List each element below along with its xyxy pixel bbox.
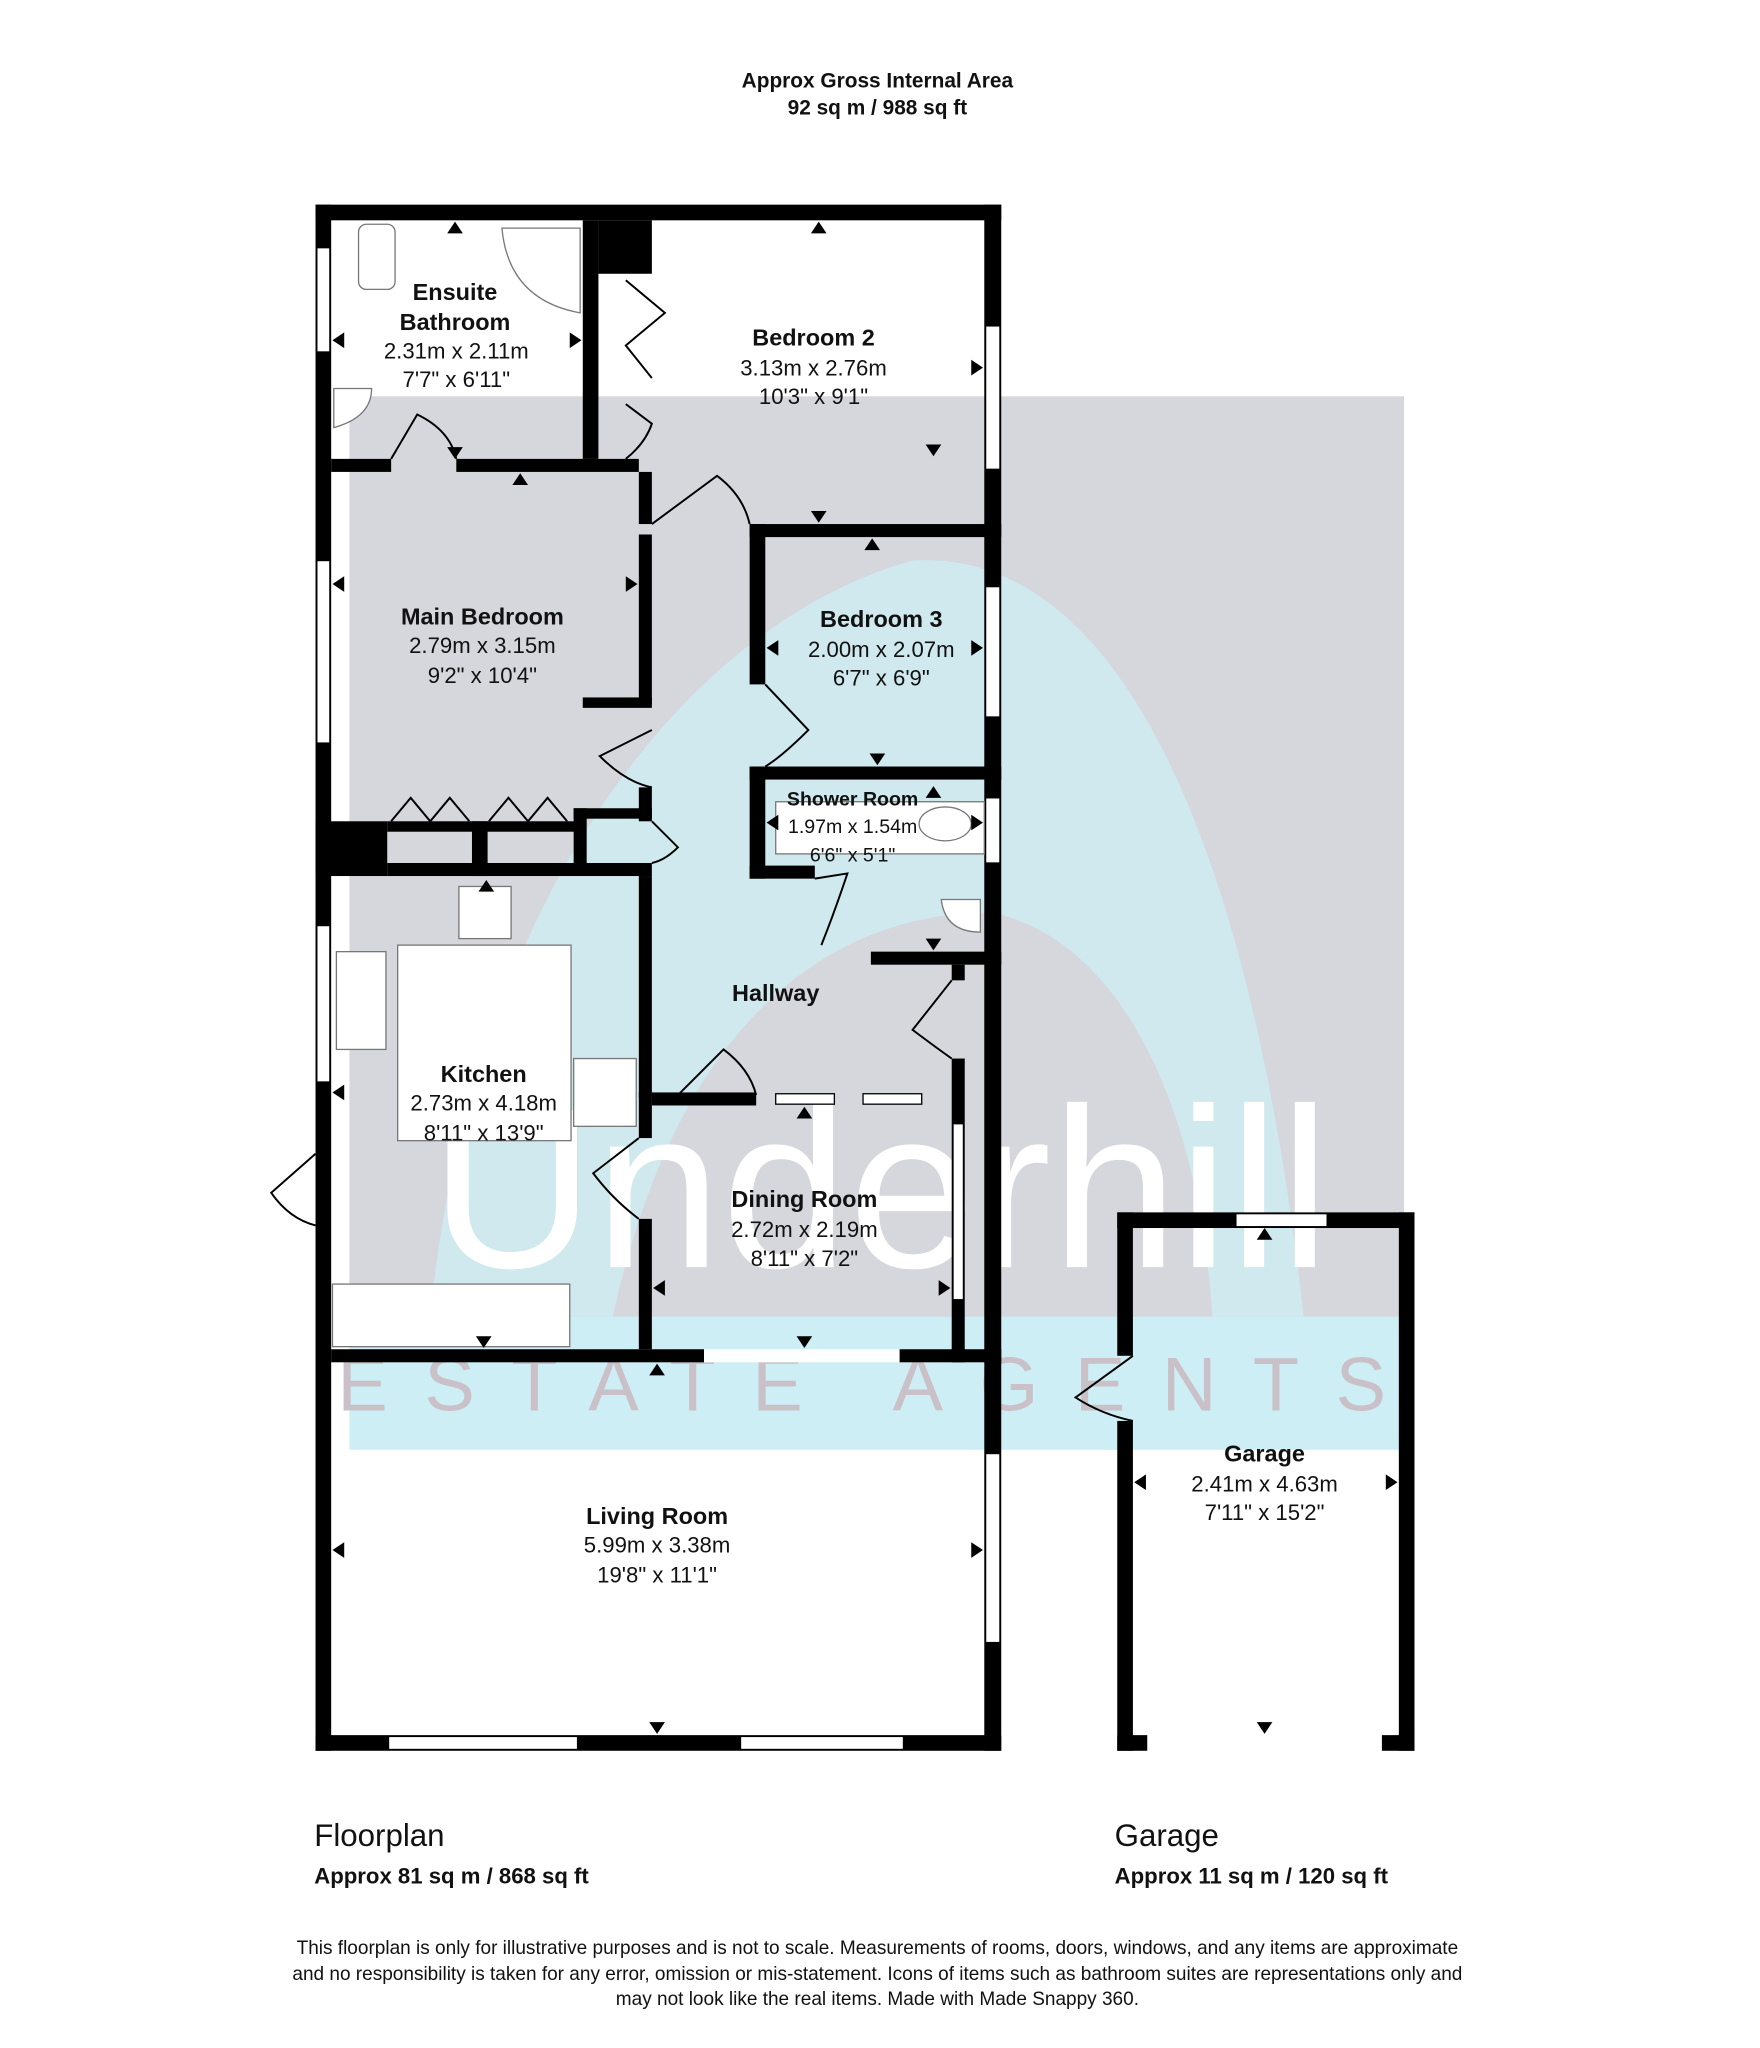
room-metric: 2.00m x 2.07m (808, 637, 955, 662)
header-area: 92 sq m / 988 sq ft (788, 97, 968, 120)
room-imperial: 19'8" x 11'1" (597, 1563, 717, 1588)
room-dining-room: Dining Room 2.72m x 2.19m 8'11" x 7'2" (731, 1186, 878, 1271)
disclaimer-line: may not look like the real items. Made w… (616, 1989, 1139, 2010)
room-imperial: 6'7" x 6'9" (833, 666, 930, 691)
appliance-icon (572, 1057, 637, 1127)
room-kitchen: Kitchen 2.73m x 4.18m 8'11" x 13'9" (410, 1061, 557, 1146)
floor-area-floorplan: Approx 81 sq m / 868 sq ft (314, 1864, 589, 1889)
windows (316, 247, 1328, 1751)
room-bedroom-2: Bedroom 2 3.13m x 2.76m 10'3" x 9'1" (740, 324, 887, 409)
room-name: Dining Room (731, 1186, 877, 1212)
room-metric: 3.13m x 2.76m (740, 355, 887, 380)
hob-icon (458, 885, 512, 940)
room-garage: Garage 2.41m x 4.63m 7'11" x 15'2" (1191, 1440, 1338, 1525)
room-ensuite: Ensuite Bathroom 2.31m x 2.11m 7'7" x 6'… (384, 279, 529, 392)
room-name: Bathroom (400, 309, 511, 335)
room-metric: 1.97m x 1.54m (788, 816, 917, 838)
room-name: Living Room (586, 1503, 728, 1529)
room-imperial: 7'11" x 15'2" (1205, 1500, 1325, 1525)
room-name: Ensuite (413, 279, 498, 305)
room-metric: 2.41m x 4.63m (1191, 1471, 1338, 1496)
room-imperial: 6'6" x 5'1" (810, 845, 896, 867)
worktop-icon (397, 944, 572, 1142)
room-imperial: 9'2" x 10'4" (428, 663, 537, 688)
room-name: Garage (1224, 1440, 1305, 1466)
room-name: Main Bedroom (401, 603, 564, 629)
room-name: Hallway (732, 980, 819, 1006)
room-name: Kitchen (441, 1061, 527, 1087)
shower-tray-icon (501, 227, 581, 314)
floor-area-garage: Approx 11 sq m / 120 sq ft (1115, 1864, 1389, 1889)
fixtures (331, 223, 985, 1348)
header-title: Approx Gross Internal Area (742, 69, 1014, 92)
disclaimer: This floorplan is only for illustrative … (292, 1938, 1462, 2010)
room-metric: 2.31m x 2.11m (384, 338, 529, 363)
room-imperial: 10'3" x 9'1" (759, 384, 868, 409)
toilet-icon (357, 223, 396, 291)
room-hallway: Hallway (732, 980, 819, 1006)
room-living-room: Living Room 5.99m x 3.38m 19'8" x 11'1" (584, 1503, 731, 1588)
room-name: Bedroom 3 (820, 606, 943, 632)
room-shower-room: Shower Room 1.97m x 1.54m 6'6" x 5'1" (787, 789, 918, 867)
room-name: Bedroom 2 (752, 324, 875, 350)
room-metric: 5.99m x 3.38m (584, 1533, 731, 1558)
room-imperial: 7'7" x 6'11" (403, 367, 511, 392)
room-main-bedroom: Main Bedroom 2.79m x 3.15m 9'2" x 10'4" (401, 603, 564, 688)
room-metric: 2.79m x 3.15m (409, 633, 556, 658)
room-name: Shower Room (787, 789, 918, 811)
room-bedroom-3: Bedroom 3 2.00m x 2.07m 6'7" x 6'9" (808, 606, 955, 691)
sink-icon (335, 950, 387, 1051)
floor-label-garage: Garage (1115, 1818, 1219, 1853)
basin-icon (333, 387, 373, 429)
floor-label-floorplan: Floorplan (314, 1818, 444, 1853)
shower-basin-icon (940, 898, 982, 933)
disclaimer-line: and no responsibility is taken for any e… (292, 1964, 1462, 1985)
units-icon (331, 1283, 571, 1348)
shower-toilet-icon (918, 806, 972, 842)
disclaimer-line: This floorplan is only for illustrative … (297, 1938, 1459, 1959)
doors (269, 279, 1134, 1422)
room-imperial: 8'11" x 7'2" (751, 1246, 859, 1271)
room-metric: 2.73m x 4.18m (410, 1091, 557, 1116)
room-metric: 2.72m x 2.19m (731, 1217, 878, 1242)
room-imperial: 8'11" x 13'9" (424, 1121, 544, 1146)
